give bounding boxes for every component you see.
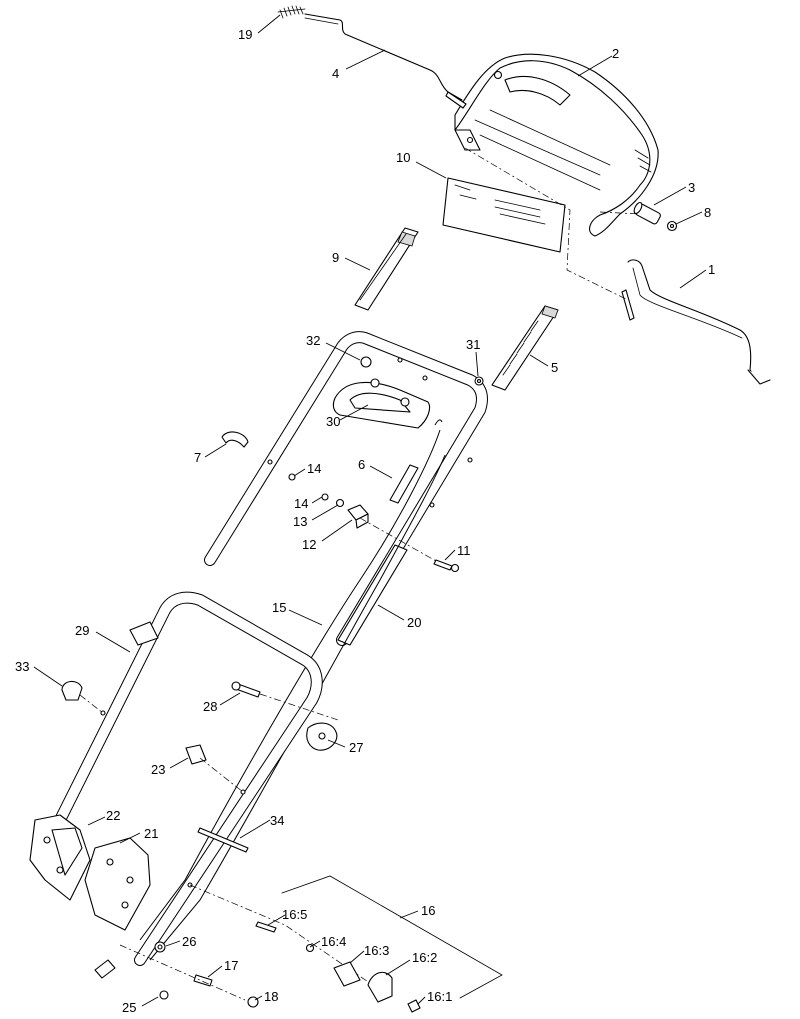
callout-18: 18 bbox=[264, 989, 278, 1004]
callout-14a: 14 bbox=[307, 461, 321, 476]
part-lower-handle-29 bbox=[34, 591, 323, 966]
callout-16-1: 16:1 bbox=[427, 989, 452, 1004]
part-nut-31 bbox=[474, 376, 484, 386]
callout-13: 13 bbox=[293, 514, 307, 529]
callout-25: 25 bbox=[122, 1000, 136, 1015]
part-bail-handle-2 bbox=[454, 53, 659, 237]
part-bushing-3 bbox=[633, 201, 661, 225]
callout-2: 2 bbox=[612, 46, 619, 61]
callout-16-5: 16:5 bbox=[282, 907, 307, 922]
part-cable-15 bbox=[139, 429, 441, 941]
callout-31: 31 bbox=[466, 337, 480, 352]
callout-16-4: 16:4 bbox=[321, 934, 346, 949]
part-clip-6 bbox=[389, 464, 419, 504]
callout-4: 4 bbox=[332, 66, 339, 81]
callout-3: 3 bbox=[688, 180, 695, 195]
callout-12: 12 bbox=[302, 537, 316, 552]
part-nut-14 bbox=[321, 493, 329, 501]
callout-8: 8 bbox=[704, 205, 711, 220]
part-nut-25 bbox=[159, 990, 169, 1000]
part-bracket-22 bbox=[29, 814, 91, 901]
callout-6: 6 bbox=[358, 457, 365, 472]
callout-5: 5 bbox=[551, 360, 558, 375]
part-screw-32 bbox=[360, 356, 372, 368]
part-bolt-11 bbox=[433, 559, 460, 573]
leader-lines bbox=[33, 14, 707, 1007]
callout-9: 9 bbox=[332, 250, 339, 265]
part-bolt-34 bbox=[197, 827, 249, 853]
callout-16-3: 16:3 bbox=[364, 943, 389, 958]
part-sleeve-20 bbox=[337, 544, 408, 646]
part-knob-33 bbox=[61, 680, 83, 701]
part-bolt-17 bbox=[193, 974, 213, 987]
callout-20: 20 bbox=[407, 615, 421, 630]
part-bracket-21 bbox=[84, 837, 151, 931]
callout-17: 17 bbox=[224, 958, 238, 973]
part-shift-assembly-16 bbox=[255, 875, 503, 1013]
callout-1: 1 bbox=[708, 262, 715, 277]
callout-10: 10 bbox=[396, 150, 410, 165]
part-cable-guide-9 bbox=[354, 227, 419, 311]
part-cable-guide-5 bbox=[491, 305, 559, 391]
part-shift-block-12 bbox=[347, 504, 369, 529]
part-bushing-23 bbox=[185, 744, 207, 765]
callout-26: 26 bbox=[182, 934, 196, 949]
callout-22: 22 bbox=[106, 808, 120, 823]
callout-16-2: 16:2 bbox=[412, 950, 437, 965]
part-washer-8 bbox=[666, 220, 678, 232]
callout-21: 21 bbox=[144, 826, 158, 841]
part-knob-27 bbox=[306, 722, 338, 751]
callout-16: 16 bbox=[421, 903, 435, 918]
part-upper-handle-tube bbox=[204, 331, 488, 646]
part-bail-1 bbox=[621, 259, 771, 385]
callout-7: 7 bbox=[194, 450, 201, 465]
part-spring-19 bbox=[277, 5, 306, 19]
part-nut-14b bbox=[288, 473, 296, 481]
part-washer-13 bbox=[335, 498, 345, 508]
part-clip-29 bbox=[129, 621, 159, 646]
part-nut-18 bbox=[247, 996, 259, 1008]
part-bracket-30 bbox=[332, 378, 431, 429]
part-bail-rod-4 bbox=[304, 13, 467, 109]
part-spring-end bbox=[94, 959, 116, 979]
callout-28: 28 bbox=[203, 699, 217, 714]
callout-15: 15 bbox=[272, 600, 286, 615]
part-cable-tie-7 bbox=[221, 431, 249, 448]
callout-32: 32 bbox=[306, 333, 320, 348]
callout-33: 33 bbox=[15, 659, 29, 674]
callout-30: 30 bbox=[326, 414, 340, 429]
part-decal-10 bbox=[442, 177, 566, 253]
callout-14b: 14 bbox=[294, 496, 308, 511]
callout-34: 34 bbox=[270, 813, 284, 828]
callout-labels: 19 4 2 10 3 8 1 9 32 31 5 30 7 14 6 14 1… bbox=[15, 27, 715, 1015]
callout-27: 27 bbox=[349, 740, 363, 755]
callout-19: 19 bbox=[238, 27, 252, 42]
callout-11: 11 bbox=[457, 543, 471, 558]
callout-29: 29 bbox=[75, 623, 89, 638]
part-bolt-28 bbox=[231, 681, 261, 698]
callout-23: 23 bbox=[151, 762, 165, 777]
